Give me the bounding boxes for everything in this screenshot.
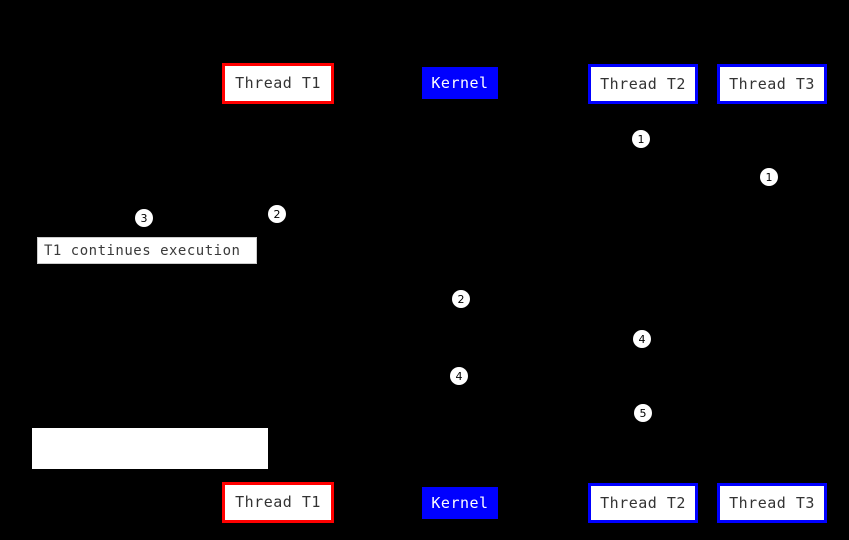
note-t1-continues-execution: T1 continues execution	[37, 237, 257, 264]
step-marker-2: 2	[452, 290, 470, 308]
step-marker-1: 1	[632, 130, 650, 148]
participant-thread-t1-top: Thread T1	[222, 63, 334, 104]
step-marker-2: 2	[268, 205, 286, 223]
participant-thread-t2-bottom: Thread T2	[588, 483, 698, 523]
participant-thread-t1-bottom: Thread T1	[222, 482, 334, 523]
step-marker-1: 1	[760, 168, 778, 186]
participant-thread-t3-bottom: Thread T3	[717, 483, 827, 523]
participant-label: Thread T1	[235, 74, 321, 92]
lifeline-thread-t3	[772, 104, 773, 483]
participant-label: Thread T2	[600, 493, 686, 512]
participant-kernel-bottom: Kernel	[422, 487, 498, 519]
participant-thread-t3-top: Thread T3	[717, 64, 827, 104]
participant-thread-t2-top: Thread T2	[588, 64, 698, 104]
participant-label: Thread T3	[729, 74, 815, 93]
participant-label: Kernel	[431, 493, 489, 512]
step-marker-3: 3	[135, 209, 153, 227]
participant-kernel-top: Kernel	[422, 67, 498, 99]
step-marker-4: 4	[450, 367, 468, 385]
participant-label: Kernel	[431, 73, 489, 92]
note-blank-bottom-left	[32, 428, 268, 469]
lifeline-thread-t1	[278, 104, 279, 482]
participant-label: Thread T1	[235, 493, 321, 511]
participant-label: Thread T3	[729, 493, 815, 512]
participant-label: Thread T2	[600, 74, 686, 93]
step-marker-4: 4	[633, 330, 651, 348]
lifeline-thread-t2	[643, 104, 644, 483]
step-marker-5: 5	[634, 404, 652, 422]
